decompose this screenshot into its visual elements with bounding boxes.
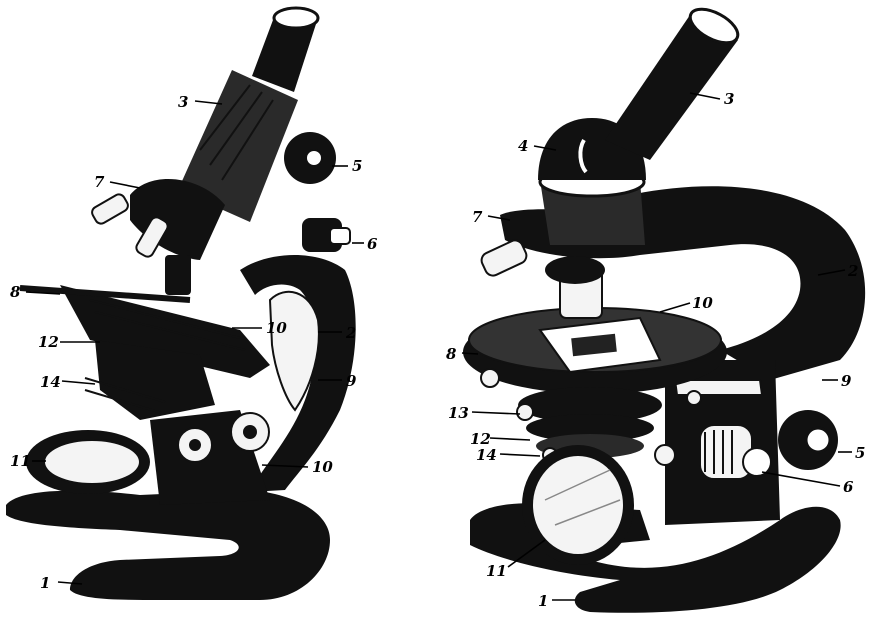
callout-right-stage: 8	[446, 345, 457, 363]
callout-left-clip: 8	[10, 283, 21, 301]
leader-lines	[25, 92, 852, 601]
callout-left-nosepiece: 7	[94, 173, 105, 191]
callout-left-tube: 3	[178, 93, 188, 111]
left-microscope	[6, 6, 356, 600]
callout-left-mirror: 11	[10, 452, 31, 470]
left-base	[6, 490, 330, 600]
right-fine-knob	[699, 424, 753, 480]
callout-left-arm: 2	[345, 324, 356, 342]
callout-left-objective: 10	[266, 319, 287, 337]
callout-right-diaphragm: 14	[476, 446, 497, 464]
callout-right-eyepiece: 3	[724, 90, 734, 108]
callout-right-nosepiece: 7	[472, 208, 483, 226]
callout-right-head: 4	[518, 137, 528, 155]
left-stage	[60, 285, 270, 378]
left-arm-inner	[268, 290, 320, 412]
callout-right-mirror: 11	[486, 562, 507, 580]
callout-right-condenser: 12	[470, 430, 491, 448]
left-eyepiece	[252, 12, 316, 92]
callout-left-coarse-knob: 5	[352, 157, 362, 175]
left-condenser	[95, 340, 215, 420]
right-head	[540, 180, 645, 245]
callout-left-diaphragm: 14	[40, 373, 61, 391]
right-eyepiece	[605, 15, 738, 160]
callout-left-condenser: 12	[38, 333, 59, 351]
callout-labels: 1 3 5 6 7 8 10 2 12 9 14 11 10 3 4 7 2 1…	[10, 90, 865, 610]
callout-right-pillar: 9	[841, 372, 852, 390]
right-knob-ball	[742, 447, 772, 477]
callout-right-arm: 2	[847, 262, 858, 280]
callout-right-fine-knob: 6	[843, 478, 854, 496]
right-microscope	[463, 7, 866, 613]
callout-right-objective: 10	[692, 294, 713, 312]
callout-left-screw: 10	[312, 458, 333, 476]
callout-right-lever: 13	[448, 404, 469, 422]
callout-left-base: 1	[40, 574, 50, 592]
callout-right-base: 1	[538, 592, 548, 610]
left-arm	[240, 255, 356, 492]
right-arm	[630, 186, 866, 380]
callout-left-pillar: 9	[346, 372, 357, 390]
callout-left-fine-knob: 6	[367, 235, 378, 253]
callout-right-coarse-knob: 5	[855, 444, 865, 462]
